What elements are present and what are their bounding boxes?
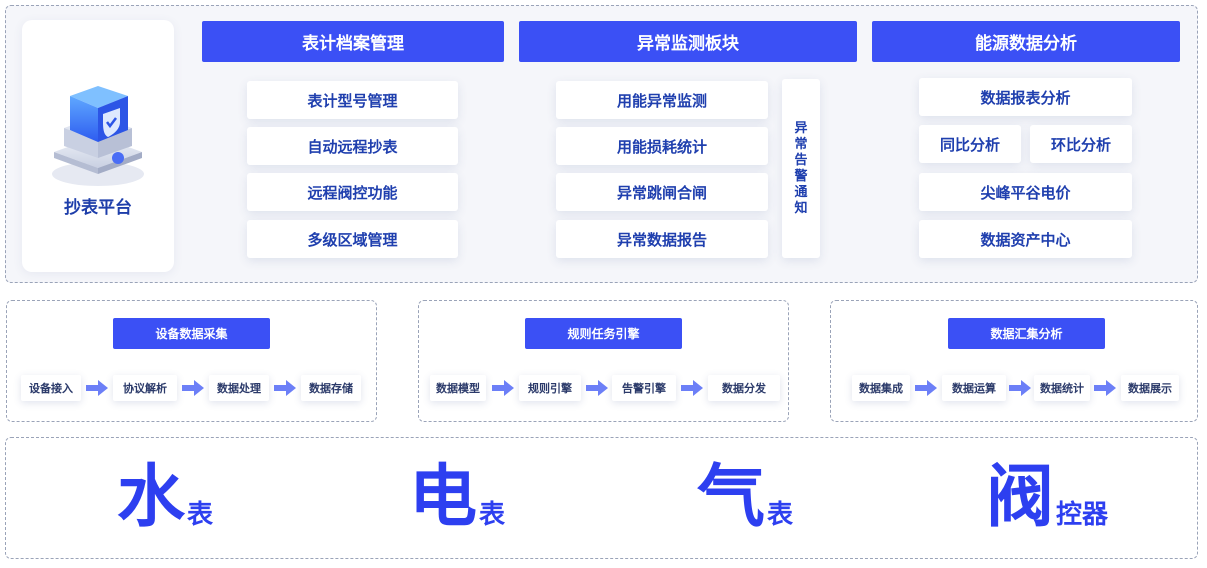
alert-notify-char: 异 (794, 120, 808, 136)
alert-notify-char: 告 (794, 152, 808, 168)
flow-arrow-icon (1009, 380, 1031, 396)
device-name-big: 阀 (986, 458, 1055, 537)
flow-step[interactable]: 协议解析 (113, 375, 177, 401)
device-electric-meter[interactable]: 电 表 (409, 464, 505, 532)
flow-header[interactable]: 数据汇集分析 (948, 318, 1105, 349)
alert-notify-char: 通 (794, 184, 808, 200)
alert-notify-char: 警 (794, 168, 808, 184)
device-name-small: 表 (187, 500, 214, 530)
alert-notify-char: 知 (794, 200, 808, 216)
flow-step[interactable]: 数据统计 (1034, 375, 1090, 401)
module-header-anomaly[interactable]: 异常监测板块 (519, 21, 857, 62)
flow-header[interactable]: 规则任务引擎 (525, 318, 682, 349)
flow-arrow-icon (274, 380, 296, 396)
flow-arrow-icon (681, 380, 703, 396)
flow-step[interactable]: 数据集成 (852, 375, 910, 401)
flow-step[interactable]: 设备接入 (21, 375, 81, 401)
device-name-small: 表 (767, 500, 794, 530)
module-item[interactable]: 同比分析 (919, 125, 1021, 163)
device-name-big: 气 (697, 458, 766, 537)
module-item[interactable]: 数据报表分析 (919, 78, 1132, 116)
alert-notify-box[interactable]: 异常告警通知 (782, 79, 820, 258)
flow-arrow-icon (586, 380, 608, 396)
flow-arrow-icon (86, 380, 108, 396)
device-name-big: 水 (117, 458, 186, 537)
module-item[interactable]: 自动远程抄表 (247, 127, 458, 165)
flow-step[interactable]: 数据存储 (301, 375, 361, 401)
module-item[interactable]: 异常跳闸合闸 (556, 173, 768, 211)
device-valve-controller[interactable]: 阀 控器 (986, 464, 1108, 532)
flow-step[interactable]: 告警引擎 (612, 375, 676, 401)
platform-card[interactable]: 抄表平台 (22, 20, 174, 272)
flow-arrow-icon (182, 380, 204, 396)
flow-step[interactable]: 规则引擎 (519, 375, 581, 401)
module-item[interactable]: 用能损耗统计 (556, 127, 768, 165)
module-item[interactable]: 表计型号管理 (247, 81, 458, 119)
module-item[interactable]: 数据资产中心 (919, 220, 1132, 258)
device-name-small: 表 (479, 500, 506, 530)
device-layer-panel (5, 437, 1198, 559)
alert-notify-char: 常 (794, 136, 808, 152)
module-item[interactable]: 远程阀控功能 (247, 173, 458, 211)
server-shield-icon (52, 86, 144, 186)
module-item[interactable]: 多级区域管理 (247, 220, 458, 258)
flow-step[interactable]: 数据处理 (209, 375, 269, 401)
device-name-small: 控器 (1056, 500, 1109, 530)
module-item[interactable]: 尖峰平谷电价 (919, 173, 1132, 211)
flow-arrow-icon (492, 380, 514, 396)
flow-header[interactable]: 设备数据采集 (113, 318, 270, 349)
device-gas-meter[interactable]: 气 表 (697, 464, 793, 532)
flow-step[interactable]: 数据模型 (430, 375, 486, 401)
module-item[interactable]: 异常数据报告 (556, 220, 768, 258)
flow-step[interactable]: 数据分发 (708, 375, 780, 401)
platform-label: 抄表平台 (64, 198, 132, 218)
flow-arrow-icon (915, 380, 937, 396)
device-water-meter[interactable]: 水 表 (117, 464, 213, 532)
flow-arrow-icon (1094, 380, 1116, 396)
flow-step[interactable]: 数据运算 (942, 375, 1006, 401)
module-header-archive[interactable]: 表计档案管理 (202, 21, 504, 62)
module-header-analysis[interactable]: 能源数据分析 (872, 21, 1180, 62)
module-item[interactable]: 用能异常监测 (556, 81, 768, 119)
flow-step[interactable]: 数据展示 (1121, 375, 1179, 401)
module-item[interactable]: 环比分析 (1030, 125, 1132, 163)
device-name-big: 电 (409, 458, 478, 537)
